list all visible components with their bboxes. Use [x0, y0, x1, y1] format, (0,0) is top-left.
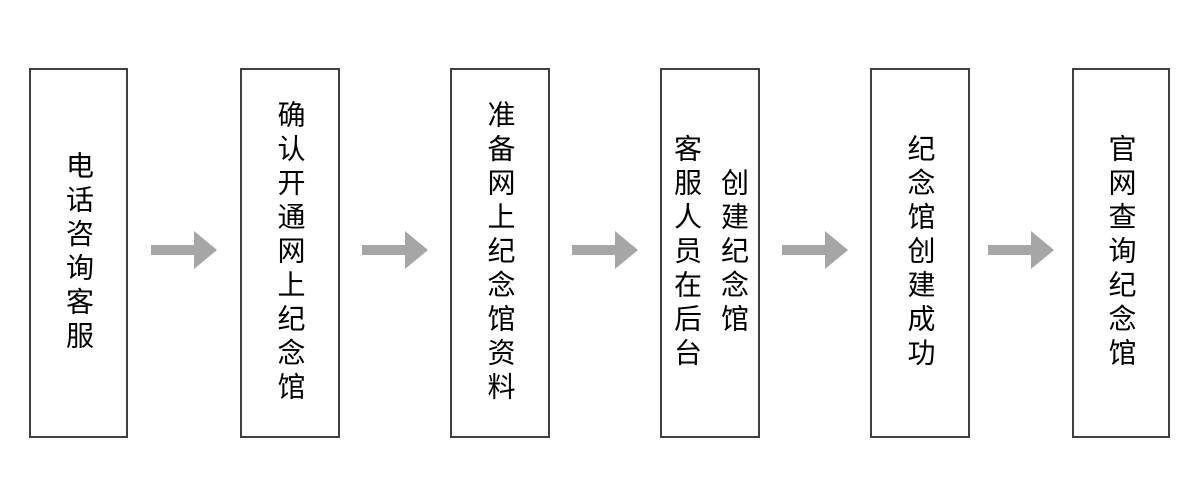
flow-step-label: 电话咨询客服 — [63, 151, 94, 355]
flow-step-create-success: 纪念馆创建成功 — [870, 68, 970, 438]
arrow-right-icon — [151, 231, 217, 269]
arrow-right-icon — [988, 231, 1054, 269]
flow-step-label: 官网查询纪念馆 — [1105, 134, 1137, 372]
flow-step-label: 纪念馆创建成功 — [904, 134, 936, 372]
flow-step-confirm-open: 确认开通网上纪念馆 — [240, 68, 340, 438]
arrow-right-icon — [782, 231, 848, 269]
arrow-right-icon — [572, 231, 638, 269]
flow-step-label: 确认开通网上纪念馆 — [274, 100, 306, 406]
flow-step-label: 准备网上纪念馆资料 — [484, 100, 516, 406]
flow-step-label: 客服人员在后台 创建纪念馆 — [671, 134, 749, 372]
flow-step-backend-create: 客服人员在后台 创建纪念馆 — [660, 68, 760, 438]
flow-step-prepare-materials: 准备网上纪念馆资料 — [450, 68, 550, 438]
flow-step-official-site-query: 官网查询纪念馆 — [1072, 68, 1170, 438]
flow-step-phone-consult: 电话咨询客服 — [29, 68, 128, 438]
arrow-right-icon — [362, 231, 428, 269]
